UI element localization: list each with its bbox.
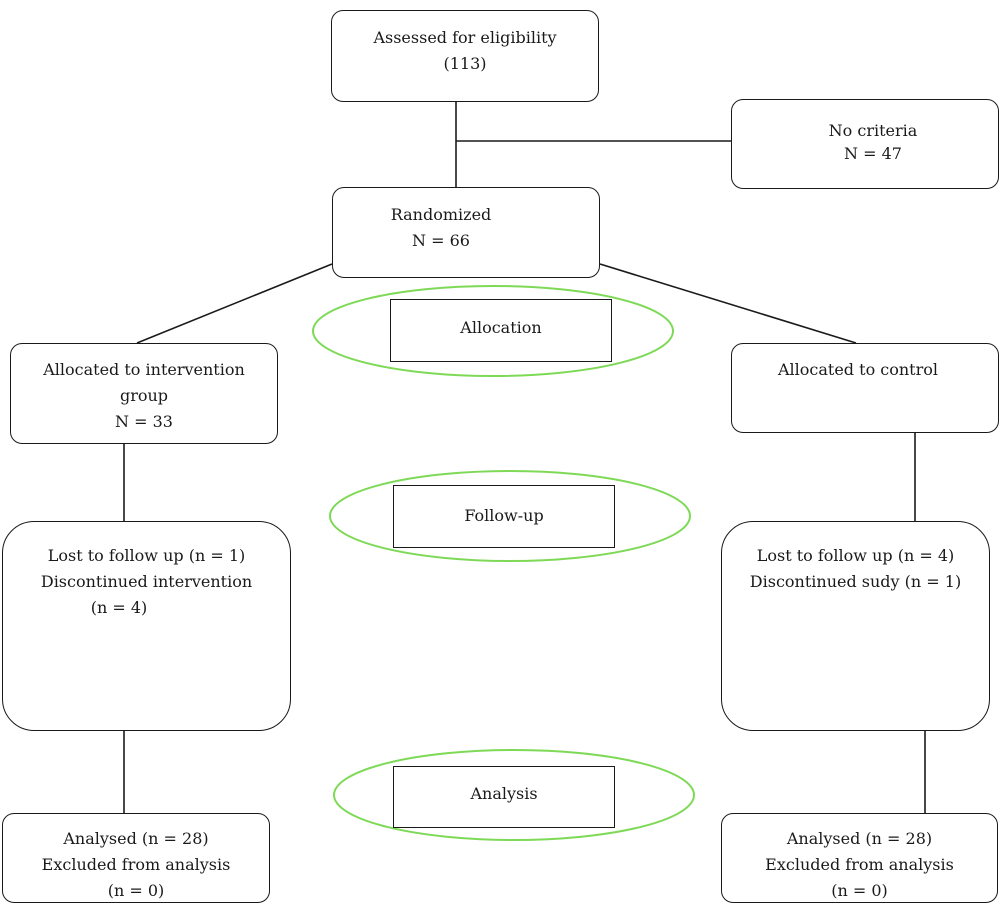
intervention-excluded-count: (n = 0) [107, 881, 165, 900]
intervention-excluded: Excluded from analysis [41, 855, 231, 874]
eligibility-box: Assessed for eligibility (113) [331, 10, 599, 102]
control-analysed: Analysed (n = 28) [786, 829, 933, 848]
connector-randomized-intervention [136, 263, 333, 344]
randomized-label: Randomized [390, 205, 492, 224]
follow-up-label-box: Follow-up [393, 485, 615, 548]
control-excluded: Excluded from analysis [765, 855, 954, 874]
excluded-count: N = 47 [844, 144, 902, 163]
intervention-allocated-box: Allocated to intervention group N = 33 [10, 343, 278, 444]
excluded-box: No criteria N = 47 [731, 99, 999, 189]
intervention-discontinued-count: (n = 4) [90, 598, 148, 617]
intervention-discontinued: Discontinued intervention [40, 572, 253, 591]
control-follow-up-box: Lost to follow up (n = 4) Discontinued s… [721, 521, 990, 731]
follow-up-label: Follow-up [464, 506, 544, 525]
intervention-allocated-line2: group [119, 386, 169, 405]
randomized-count: N = 66 [412, 231, 470, 250]
intervention-analysed: Analysed (n = 28) [63, 829, 209, 848]
randomized-box: Randomized N = 66 [332, 187, 600, 278]
connector-randomized-control [599, 263, 857, 344]
control-allocated-box: Allocated to control [731, 343, 999, 433]
control-discontinued: Discontinued sudy (n = 1) [749, 572, 962, 591]
analysis-label-box: Analysis [393, 766, 615, 828]
analysis-ellipse [333, 749, 695, 841]
analysis-label: Analysis [470, 784, 538, 803]
intervention-follow-up-box: Lost to follow up (n = 1) Discontinued i… [2, 521, 291, 731]
eligibility-label: Assessed for eligibility [373, 28, 557, 47]
control-allocated-line1: Allocated to control [777, 360, 939, 379]
control-excluded-count: (n = 0) [831, 881, 888, 900]
follow-up-ellipse [329, 470, 691, 562]
allocation-ellipse [312, 285, 674, 377]
allocation-label-box: Allocation [390, 299, 612, 362]
control-lost-to-follow-up: Lost to follow up (n = 4) [756, 546, 955, 565]
allocation-label: Allocation [460, 318, 542, 337]
intervention-analysis-box: Analysed (n = 28) Excluded from analysis… [2, 813, 270, 903]
control-analysis-box: Analysed (n = 28) Excluded from analysis… [721, 813, 998, 903]
intervention-allocated-line1: Allocated to intervention [43, 360, 245, 379]
intervention-allocated-count: N = 33 [115, 412, 173, 431]
eligibility-count: (113) [443, 54, 487, 73]
excluded-label: No criteria [828, 121, 918, 140]
intervention-lost-to-follow-up: Lost to follow up (n = 1) [47, 546, 246, 565]
